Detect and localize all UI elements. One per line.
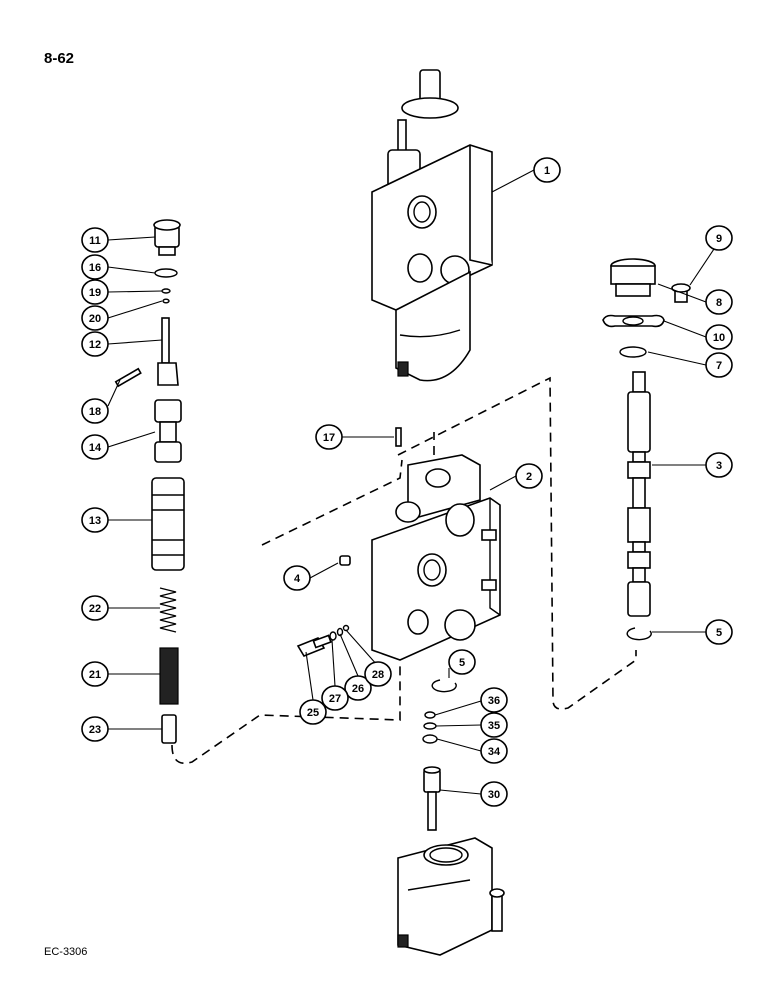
cap-and-gasket-parts-7-10: [602, 258, 691, 358]
pin-part-17: [395, 427, 402, 447]
callout-25: 25: [299, 699, 327, 725]
callout-27: 27: [321, 685, 349, 711]
callout-26: 26: [344, 675, 372, 701]
svg-text:4: 4: [294, 573, 301, 585]
pin-part-18: [114, 367, 142, 388]
callout-17: 17: [315, 424, 343, 450]
svg-text:20: 20: [89, 313, 101, 325]
svg-text:34: 34: [488, 746, 501, 758]
svg-text:8: 8: [716, 297, 722, 309]
valve-body-part-2: [371, 454, 501, 661]
svg-text:7: 7: [716, 360, 722, 372]
svg-text:3: 3: [716, 460, 722, 472]
callout-35: 35: [480, 712, 508, 738]
callout-30: 30: [480, 781, 508, 807]
callout-3: 3: [705, 452, 733, 478]
page-number: 8-62: [44, 50, 75, 67]
callout-9: 9: [705, 225, 733, 251]
callout-18: 18: [81, 398, 109, 424]
assembly-guide-lines: [171, 376, 637, 764]
svg-text:12: 12: [89, 339, 101, 351]
figure-code: EC-3306: [44, 946, 88, 958]
svg-text:9: 9: [716, 233, 722, 245]
lower-valve-section: [397, 837, 505, 956]
snap-ring-part-5-center: [431, 679, 457, 693]
svg-text:5: 5: [716, 627, 722, 639]
callout-11: 11: [81, 227, 109, 253]
plug-and-seals-parts-11-20: [153, 219, 181, 304]
svg-text:13: 13: [89, 515, 101, 527]
relief-cartridge-part-30: [423, 766, 441, 831]
svg-text:16: 16: [89, 262, 101, 274]
svg-text:27: 27: [329, 693, 341, 705]
callout-36: 36: [480, 687, 508, 713]
sleeve-part-13: [151, 477, 185, 571]
svg-text:18: 18: [89, 406, 101, 418]
callout-2: 2: [515, 463, 543, 489]
o-rings-34-36: [422, 711, 438, 744]
callout-12: 12: [81, 331, 109, 357]
svg-text:14: 14: [89, 442, 102, 454]
svg-text:19: 19: [89, 287, 101, 299]
callout-13: 13: [81, 507, 109, 533]
svg-text:5: 5: [459, 657, 465, 669]
callout-16: 16: [81, 254, 109, 280]
svg-text:25: 25: [307, 707, 319, 719]
spacer-part-23: [161, 714, 177, 744]
plug-part-4: [339, 555, 351, 566]
detent-part-14: [154, 399, 182, 463]
callout-20: 20: [81, 305, 109, 331]
svg-text:28: 28: [372, 669, 384, 681]
svg-text:17: 17: [323, 432, 335, 444]
callout-34: 34: [480, 738, 508, 764]
svg-text:11: 11: [89, 235, 101, 247]
svg-text:1: 1: [544, 165, 550, 177]
snap-ring-part-5-right: [626, 627, 652, 641]
callout-23: 23: [81, 716, 109, 742]
svg-text:35: 35: [488, 720, 500, 732]
main-spool-part-3: [627, 371, 651, 617]
callout-4: 4: [283, 565, 311, 591]
spool-end-part-12: [157, 317, 179, 386]
callout-8: 8: [705, 289, 733, 315]
svg-text:36: 36: [488, 695, 500, 707]
callout-7: 7: [705, 352, 733, 378]
callout-21: 21: [81, 661, 109, 687]
leader-lines: [107, 169, 719, 795]
svg-text:22: 22: [89, 603, 101, 615]
callout-22: 22: [81, 595, 109, 621]
guide-line-left: [261, 459, 403, 546]
svg-text:26: 26: [352, 683, 364, 695]
callout-5-right: 5: [705, 619, 733, 645]
callout-10: 10: [705, 324, 733, 350]
check-valve-parts-25-28: [296, 624, 350, 657]
guide-line-right: [397, 376, 637, 710]
svg-text:23: 23: [89, 724, 101, 736]
svg-text:10: 10: [713, 332, 725, 344]
spring-part-22: [159, 587, 177, 633]
callout-14: 14: [81, 434, 109, 460]
svg-text:30: 30: [488, 789, 500, 801]
callout-1: 1: [533, 157, 561, 183]
spring-part-21: [159, 647, 179, 705]
svg-text:2: 2: [526, 471, 532, 483]
valve-section-assembly-part-1: [371, 69, 493, 382]
callout-19: 19: [81, 279, 109, 305]
svg-text:21: 21: [89, 669, 101, 681]
guide-line-lower-left: [171, 665, 401, 764]
callout-5-center: 5: [448, 649, 476, 675]
callout-28: 28: [364, 661, 392, 687]
